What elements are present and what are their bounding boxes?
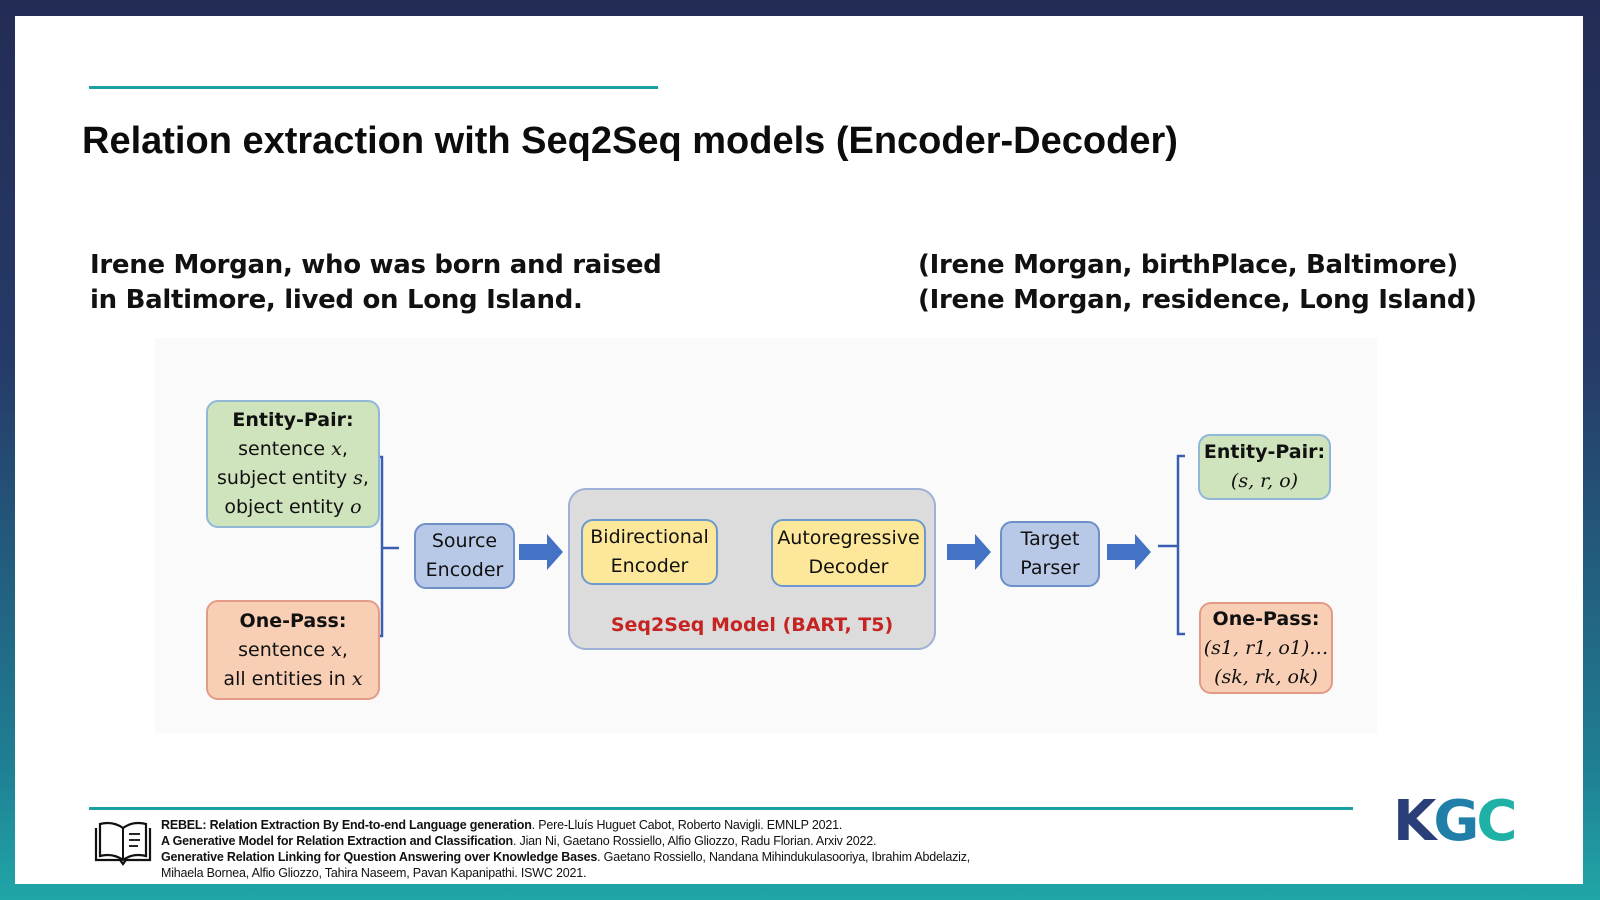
output-one-pass-heading: One-Pass: [1212, 607, 1320, 630]
slide: Relation extraction with Seq2Seq models … [15, 16, 1583, 884]
output-one-pass-box: One-Pass: (s1, r1, o1)… (sk, rk, ok) [1199, 602, 1333, 694]
arrow-source-to-seq2seq [519, 534, 563, 570]
slide-title: Relation extraction with Seq2Seq models … [82, 120, 1178, 162]
arrow-seq2seq-to-parser [947, 534, 991, 570]
sentence-line-2: in Baltimore, lived on Long Island. [90, 285, 583, 315]
reference-3-continued: Mihaela Bornea, Alfio Gliozzo, Tahira Na… [161, 866, 587, 880]
input-entity-pair-heading: Entity-Pair: [232, 409, 354, 431]
reference-1: REBEL: Relation Extraction By End-to-end… [161, 818, 843, 832]
input-one-pass-heading: One-Pass: [239, 609, 347, 632]
seq2seq-caption: Seq2Seq Model (BART, T5) [610, 614, 894, 636]
sentence-line-1: Irene Morgan, who was born and raised [90, 250, 662, 280]
source-encoder-box: Source Encoder [414, 523, 515, 589]
target-parser-box: Target Parser [1000, 521, 1100, 587]
input-entity-pair-box: Entity-Pair: sentence x, subject entity … [206, 400, 380, 528]
autoregressive-decoder-box: Autoregressive Decoder [771, 519, 926, 587]
output-one-pass-formula-1: (s1, r1, o1)… [1203, 636, 1329, 659]
output-entity-pair-box: Entity-Pair: (s, r, o) [1198, 434, 1331, 500]
seq2seq-diagram: Entity-Pair: sentence x, subject entity … [155, 338, 1377, 733]
example-sentence: Irene Morgan, who was born and raised in… [90, 248, 662, 318]
reference-2: A Generative Model for Relation Extracti… [161, 834, 877, 848]
output-one-pass-formula-2: (sk, rk, ok) [1214, 665, 1318, 688]
footer-accent-rule [89, 807, 1353, 810]
triple-1: (Irene Morgan, birthPlace, Baltimore) [918, 250, 1458, 280]
output-entity-pair-formula: (s, r, o) [1230, 470, 1299, 492]
output-triples: (Irene Morgan, birthPlace, Baltimore) (I… [918, 248, 1477, 318]
output-bracket [1158, 454, 1185, 636]
output-entity-pair-heading: Entity-Pair: [1203, 441, 1326, 463]
bidirectional-encoder-box: Bidirectional Encoder [581, 519, 718, 585]
arrow-parser-to-output [1107, 534, 1151, 570]
triple-2: (Irene Morgan, residence, Long Island) [918, 285, 1477, 315]
book-icon [94, 821, 152, 866]
input-one-pass-box: One-Pass: sentence x, all entities in x [206, 600, 380, 700]
reference-3: Generative Relation Linking for Question… [161, 850, 971, 864]
title-accent-rule [89, 86, 658, 89]
kgc-logo: KGC [1393, 789, 1517, 854]
references: REBEL: Relation Extraction By End-to-end… [161, 817, 970, 881]
